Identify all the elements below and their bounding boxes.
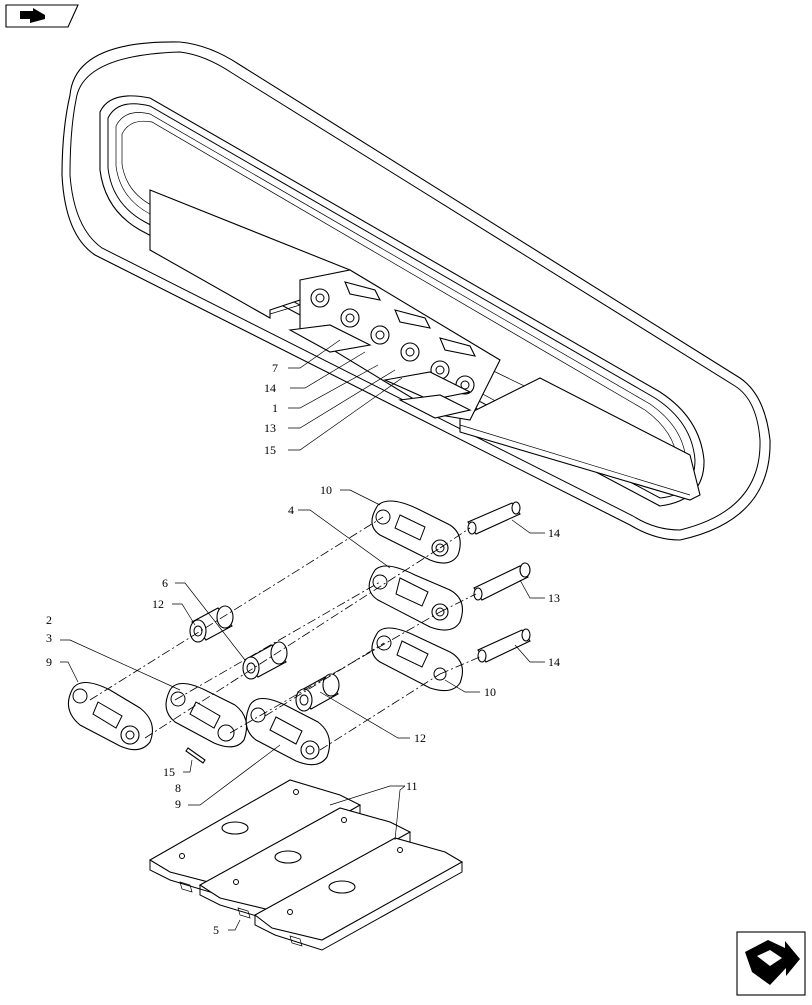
track-shoes[interactable] [148, 779, 464, 951]
bushing-12-right[interactable] [295, 673, 340, 712]
chain-link-9-left[interactable] [67, 681, 153, 751]
cotter-pin-15[interactable] [185, 747, 206, 764]
leader-lines [60, 339, 545, 931]
callout-9: 9 [46, 655, 52, 669]
callout-11: 11 [406, 779, 418, 793]
callout-1: 1 [272, 401, 278, 415]
callout-6: 6 [162, 576, 168, 590]
exposed-chain [288, 269, 501, 421]
callout-14: 14 [548, 526, 560, 540]
nav-arrow-icon[interactable] [5, 4, 79, 28]
callout-12: 12 [152, 597, 164, 611]
bushing-6[interactable] [242, 641, 288, 680]
callout-3: 3 [46, 631, 52, 645]
pin-14-top[interactable] [467, 501, 521, 535]
callout-10: 10 [484, 685, 496, 699]
callout-15: 15 [163, 765, 175, 779]
callout-15: 15 [264, 443, 276, 457]
callout-14: 14 [264, 381, 276, 395]
pin-14-bottom[interactable] [477, 628, 531, 663]
callout-14: 14 [548, 655, 560, 669]
callout-2: 2 [46, 613, 52, 627]
chain-link-10-top[interactable] [371, 500, 461, 564]
callout-13: 13 [264, 421, 276, 435]
assembly-centerlines [89, 516, 483, 751]
callout-4: 4 [288, 503, 294, 517]
chain-link-2-3[interactable] [165, 682, 248, 748]
callout-13: 13 [548, 591, 560, 605]
callout-8: 8 [175, 781, 181, 795]
next-page-arrow-icon[interactable] [736, 931, 806, 996]
chain-link-4[interactable] [368, 565, 463, 631]
callout-10: 10 [320, 483, 332, 497]
callout-7: 7 [272, 361, 278, 375]
track-assembly [61, 41, 771, 541]
chain-link-8-9[interactable] [245, 697, 331, 766]
callout-labels: 7 14 1 13 15 10 4 14 13 6 12 14 2 3 9 10… [46, 361, 560, 937]
callout-12: 12 [414, 731, 426, 745]
chain-link-10-bottom[interactable] [371, 627, 463, 692]
callout-9: 9 [175, 797, 181, 811]
callout-5: 5 [213, 923, 219, 937]
pin-13[interactable] [473, 562, 531, 601]
